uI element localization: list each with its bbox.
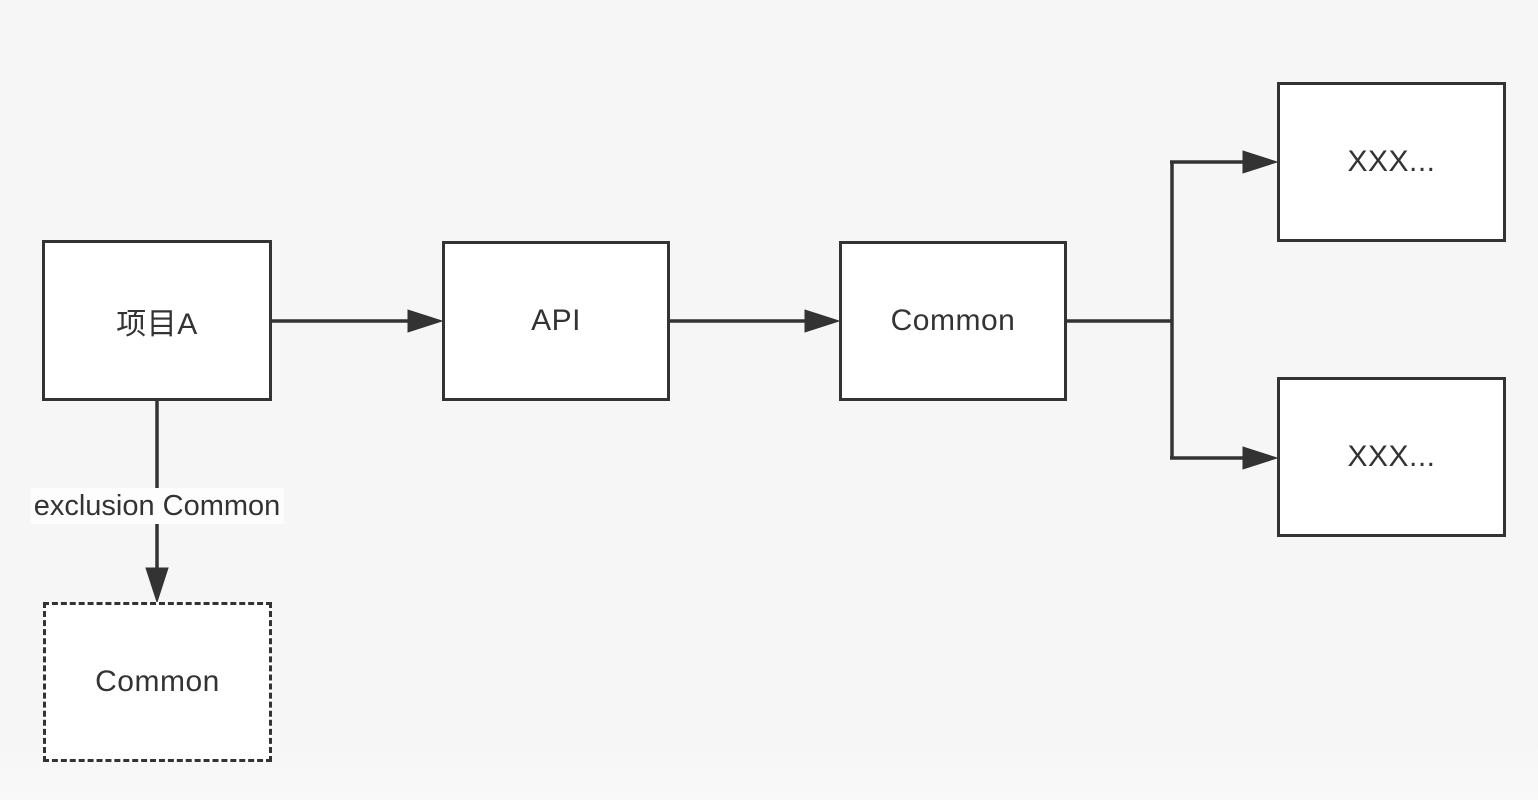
node-project-a-label: 项目A [116,307,198,341]
node-common-label: Common [890,304,1016,337]
arrowhead-excluded-common [145,567,169,604]
arrowhead-common [804,309,841,333]
node-common-excluded: Common [43,602,272,762]
node-project-a: 项目A [42,240,272,401]
node-common: Common [839,241,1067,401]
node-api-label: API [531,304,581,337]
node-xxx-top-label: XXX... [1347,145,1436,178]
node-xxx-bottom-label: XXX... [1347,440,1436,473]
node-api: API [442,241,670,401]
node-xxx-bottom: XXX... [1277,377,1506,537]
node-common-excluded-label: Common [95,665,220,698]
arrowhead-xxx-top [1242,150,1279,174]
edge-label-exclusion-common: exclusion Common [30,488,284,524]
node-xxx-top: XXX... [1277,82,1506,242]
arrowhead-api [407,309,444,333]
arrowhead-xxx-bottom [1242,446,1279,470]
